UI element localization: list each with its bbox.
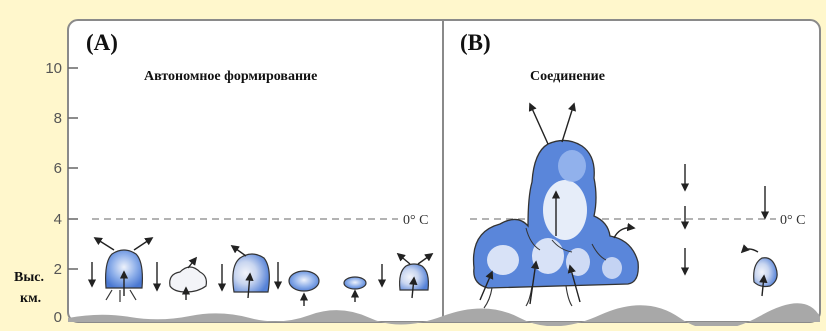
- cell-a2: [169, 256, 207, 300]
- y-tick-6: 6: [54, 160, 62, 177]
- cell-a1: [93, 237, 154, 302]
- y-tick-8: 8: [54, 110, 62, 127]
- y-tick-10: 10: [45, 60, 62, 77]
- cell-b-small: [740, 244, 778, 297]
- y-tick-0: 0: [54, 309, 62, 326]
- cell-a6: [396, 252, 434, 299]
- merged-cloud: [472, 102, 639, 309]
- freezing-label-b: 0° C: [780, 213, 805, 228]
- freezing-label-a: 0° C: [403, 213, 428, 228]
- panel-a-title: Автономное формирование: [144, 69, 317, 84]
- panel-a-label: (A): [86, 30, 118, 55]
- cell-a5: [343, 276, 367, 302]
- cell-a3: [230, 245, 270, 299]
- panel-b-label: (B): [460, 30, 491, 55]
- y-tick-2: 2: [54, 261, 62, 278]
- panel-b-title: Соединение: [530, 69, 605, 84]
- y-axis: 10 8 6 4 2 0 Выс. км.: [14, 60, 78, 326]
- y-unit-line1: Выс.: [14, 270, 44, 285]
- ground: [68, 303, 820, 330]
- cell-a4: [288, 270, 320, 306]
- y-tick-4: 4: [54, 211, 62, 228]
- y-unit-line2: км.: [20, 291, 41, 306]
